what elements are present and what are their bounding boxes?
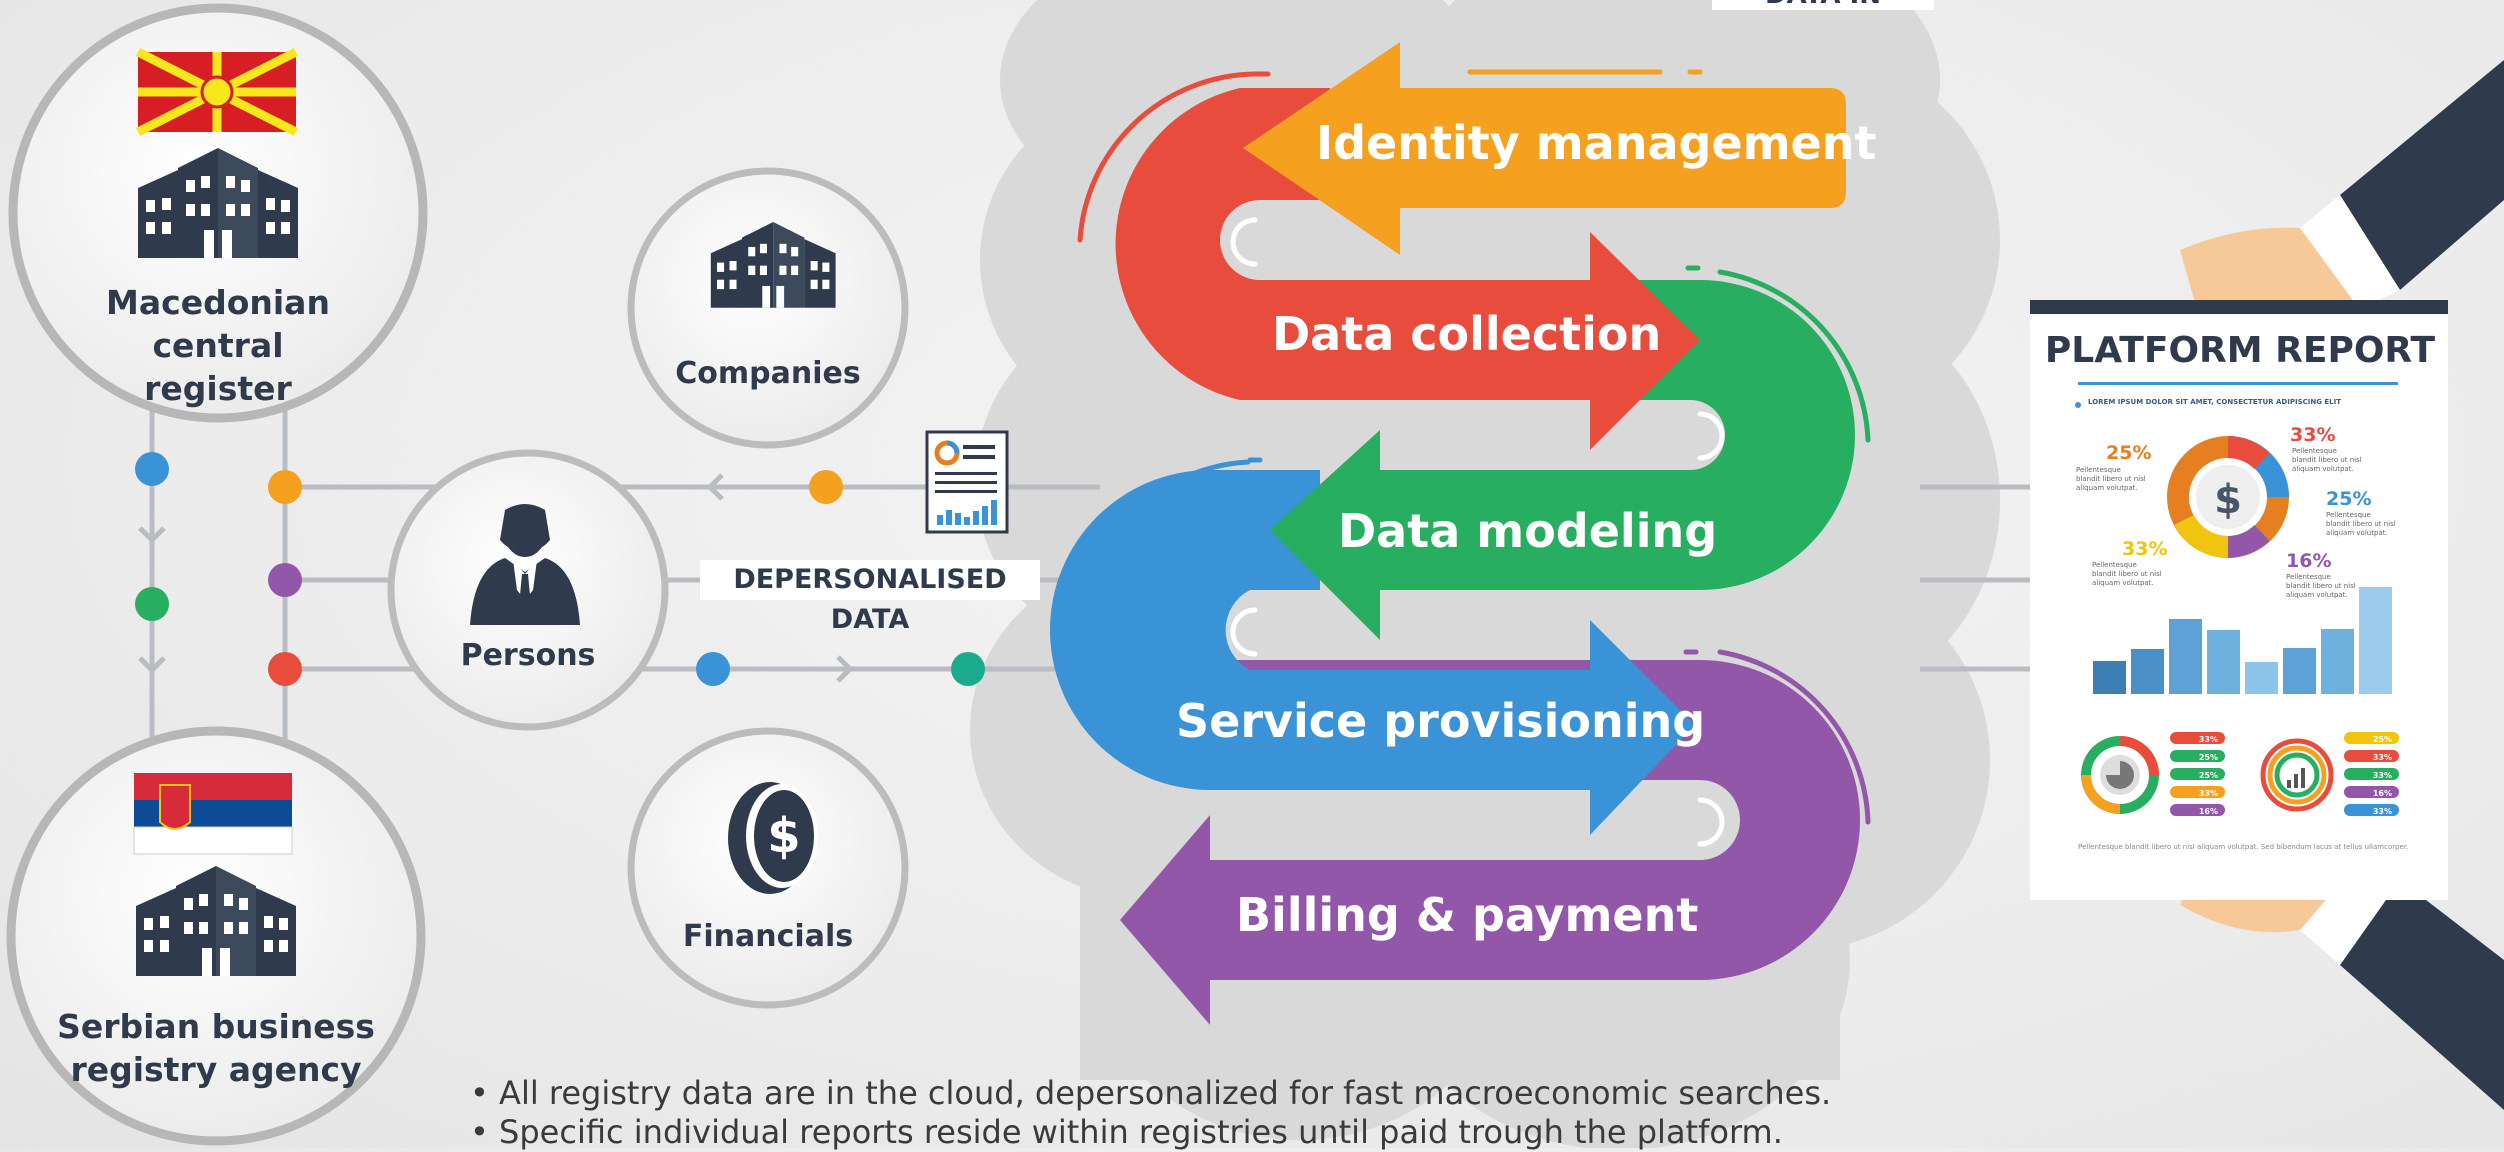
serbia-registry-circle	[6, 726, 426, 1146]
svg-text:$: $	[767, 808, 800, 864]
step-data-modeling: Data modeling	[1338, 504, 1718, 558]
report-pct-4: 33%	[2122, 538, 2168, 560]
svg-text:$: $	[2214, 477, 2242, 523]
step-billing-payment: Billing & payment	[1236, 888, 1699, 942]
serbia-label-line1: Serbian business	[57, 1007, 375, 1046]
report-note-3: Pellentesque blandit libero ut nisl aliq…	[2326, 511, 2396, 537]
legend-left-2: 25%	[2198, 753, 2218, 762]
step-data-collection: Data collection	[1272, 307, 1662, 361]
coin-icon: $	[728, 782, 818, 894]
legend-left-4: 33%	[2198, 789, 2218, 798]
platform-report-sheet: $	[2030, 300, 2448, 900]
legend-right-1: 25%	[2372, 735, 2392, 744]
report-legend-pills	[2170, 732, 2399, 816]
legend-right-5: 33%	[2372, 807, 2392, 816]
modeling-band	[1270, 280, 1855, 640]
billing-band	[1120, 660, 1860, 1025]
person-icon	[470, 504, 580, 625]
legend-right-2: 33%	[2372, 753, 2392, 762]
report-pct-5: 16%	[2286, 550, 2332, 572]
report-legend-right: 25% 33% 33% 16% 33%	[2352, 731, 2392, 821]
identity-band	[1243, 42, 1846, 255]
legend-left-1: 33%	[2198, 735, 2218, 744]
bullet-item-1: • All registry data are in the cloud, de…	[470, 1074, 1832, 1112]
macedonia-flag	[135, 47, 299, 137]
legend-left-3: 25%	[2198, 771, 2218, 780]
financials-label: Financials	[682, 919, 854, 954]
bullet-item-2: • Specific individual reports reside wit…	[470, 1113, 1783, 1151]
macedonia-registry-circle	[8, 3, 428, 423]
serbia-label-line2: registry agency	[70, 1049, 362, 1089]
report-note-2: Pellentesque blandit libero ut nisl aliq…	[2292, 447, 2362, 473]
report-note-5: Pellentesque blandit libero ut nisl aliq…	[2286, 573, 2356, 599]
report-note-4: Pellentesque blandit libero ut nisl aliq…	[2092, 561, 2162, 587]
report-legend-left: 33% 25% 25% 33% 16%	[2178, 731, 2218, 821]
report-document-icon	[925, 430, 1009, 534]
report-note-1: Pellentesque blandit libero ut nisl aliq…	[2076, 466, 2146, 492]
report-title: PLATFORM REPORT	[2044, 330, 2436, 371]
collection-band	[1115, 88, 1700, 450]
report-pct-3: 25%	[2326, 488, 2372, 510]
report-subtitle: LOREM IPSUM DOLOR SIT AMET, CONSECTETUR …	[2088, 398, 2342, 406]
process-bands	[1050, 42, 1871, 1025]
serbia-flag	[133, 773, 293, 855]
report-bar-chart	[2093, 587, 2392, 694]
bullet-list: • All registry data are in the cloud, de…	[470, 1074, 1831, 1152]
legend-right-3: 33%	[2372, 771, 2392, 780]
macedonia-registry-label: Macedonian central register	[40, 282, 396, 411]
macedonia-label-line1: Macedonian central	[106, 283, 330, 365]
legend-left-5: 16%	[2198, 807, 2218, 816]
service-band	[1050, 470, 1695, 835]
report-footer: Pellentesque blandit libero ut nisl aliq…	[2078, 843, 2409, 851]
report-pct-1: 25%	[2106, 442, 2152, 464]
financials-circle: $	[627, 727, 909, 1009]
connection-dots	[135, 452, 985, 686]
depersonalised-data-label: DEPERSONALISED DATA	[700, 560, 1040, 635]
report-pct-2: 33%	[2290, 424, 2336, 446]
macedonia-label-line2: register	[144, 368, 292, 408]
companies-label: Companies	[675, 356, 861, 391]
cloud-caption: DATA IN CLOUD	[1712, 0, 1934, 10]
step-service-provisioning: Service provisioning	[1176, 694, 1706, 748]
report-small-ring	[2260, 738, 2334, 812]
report-donut-chart: $	[2167, 436, 2289, 558]
companies-circle	[627, 167, 909, 449]
legend-right-4: 16%	[2372, 789, 2392, 798]
persons-circle	[387, 449, 669, 731]
report-small-pie	[2081, 736, 2159, 814]
serbia-registry-label: Serbian business registry agency	[40, 1006, 392, 1092]
step-identity-management: Identity management	[1316, 116, 1877, 170]
persons-label: Persons	[460, 638, 596, 673]
